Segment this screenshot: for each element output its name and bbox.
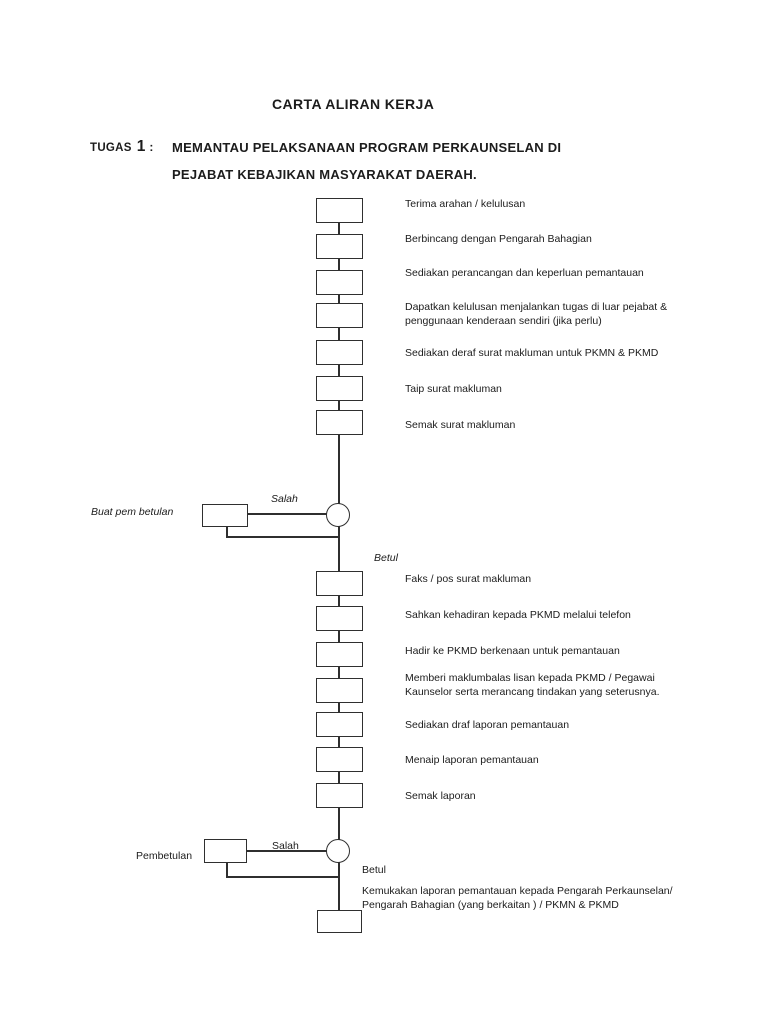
flow-box-11: [316, 678, 363, 703]
step-label-1: Terima arahan / kelulusan: [405, 198, 526, 210]
flow-box-10: [316, 642, 363, 667]
flow-box-9: [316, 606, 363, 631]
correction-box-1: [202, 504, 248, 527]
step-label-11: Memberi maklumbalas lisan kepada PKMD / …: [405, 672, 660, 698]
flow-box-2: [316, 234, 363, 259]
step-label-4: Dapatkan kelulusan menjalankan tugas di …: [405, 301, 668, 327]
decision2-feedback-line-horizontal: [226, 876, 339, 878]
decision1-action-label: Buat pem betulan: [91, 506, 174, 518]
flow-box-3: [316, 270, 363, 295]
step-label-9: Sahkan kehadiran kepada PKMD melalui tel…: [405, 609, 631, 621]
step-label-6: Taip surat makluman: [405, 383, 502, 395]
trunk-line-bottom: [338, 851, 340, 910]
step-label-12: Sediakan draf laporan pemantauan: [405, 719, 570, 731]
trunk-line-top: [338, 223, 340, 515]
decision-circle-2: [326, 839, 350, 863]
flow-box-4: [316, 303, 363, 328]
decision2-wrong-line: [247, 850, 330, 852]
decision1-wrong-label: Salah: [271, 493, 298, 505]
flow-box-12: [316, 712, 363, 737]
end-box: [317, 910, 362, 933]
task-label: TUGAS: [90, 142, 132, 154]
flow-box-13: [316, 747, 363, 772]
step-label-10: Hadir ke PKMD berkenaan untuk pemantauan: [405, 645, 620, 657]
decision1-feedback-line-vertical: [226, 527, 228, 538]
step-label-5: Sediakan deraf surat makluman untuk PKMN…: [405, 347, 659, 359]
final-step-label: Kemukakan laporan pemantauan kepada Peng…: [362, 885, 673, 911]
decision1-correct-label: Betul: [374, 552, 398, 564]
decision2-feedback-line-vertical: [226, 863, 228, 878]
step-label-2: Berbincang dengan Pengarah Bahagian: [405, 233, 592, 245]
step-label-7: Semak surat makluman: [405, 419, 516, 431]
task-heading-line2: PEJABAT KEBAJIKAN MASYARAKAT DAERAH.: [172, 167, 477, 182]
decision2-action-label: Pembetulan: [136, 850, 193, 862]
decision1-feedback-line-horizontal: [226, 536, 339, 538]
correction-box-2: [204, 839, 247, 863]
flow-box-1: [316, 198, 363, 223]
decision2-wrong-label: Salah: [272, 840, 299, 852]
step-label-8: Faks / pos surat makluman: [405, 573, 532, 585]
flow-box-7: [316, 410, 363, 435]
step-label-14: Semak laporan: [405, 790, 476, 802]
task-heading: TUGAS 1 :: [90, 138, 153, 156]
task-colon: :: [149, 140, 154, 154]
flow-box-14: [316, 783, 363, 808]
decision2-correct-label: Betul: [362, 864, 386, 876]
flow-box-6: [316, 376, 363, 401]
decision1-wrong-line: [248, 513, 330, 515]
decision-circle-1: [326, 503, 350, 527]
task-heading-line1: MEMANTAU PELAKSANAAN PROGRAM PERKAUNSELA…: [172, 140, 562, 155]
step-label-3: Sediakan perancangan dan keperluan peman…: [405, 267, 644, 279]
page-title: CARTA ALIRAN KERJA: [272, 96, 435, 112]
flow-box-5: [316, 340, 363, 365]
step-label-13: Menaip laporan pemantauan: [405, 754, 539, 766]
flow-box-8: [316, 571, 363, 596]
task-number: 1: [136, 138, 146, 155]
